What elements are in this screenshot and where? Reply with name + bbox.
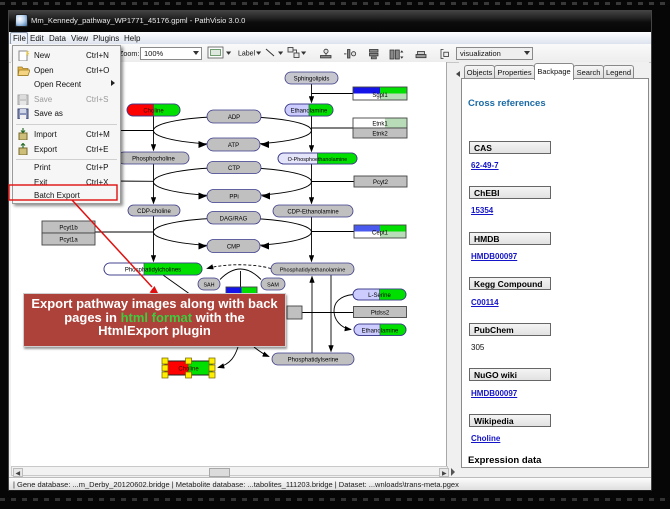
- svg-text:Pcyt1b: Pcyt1b: [59, 226, 78, 232]
- svg-text:Label: Label: [238, 51, 256, 58]
- svg-text:PPi: PPi: [229, 195, 238, 201]
- svg-text:Etnk1: Etnk1: [372, 122, 388, 128]
- svg-text:Phosphocholine: Phosphocholine: [132, 157, 175, 163]
- svg-text:CDP-choline: CDP-choline: [137, 209, 171, 215]
- svg-text:Sgpl1: Sgpl1: [372, 93, 388, 99]
- svg-text:Pcyt1a: Pcyt1a: [59, 238, 78, 244]
- svg-text:Pcyt2: Pcyt2: [373, 180, 389, 186]
- svg-text:SAM: SAM: [267, 283, 279, 289]
- svg-text:ADP: ADP: [228, 115, 240, 121]
- svg-text:Phosphatidylethanolamine: Phosphatidylethanolamine: [280, 268, 346, 274]
- svg-text:Phosphatidylcholines: Phosphatidylcholines: [125, 268, 181, 274]
- svg-text:Ptdss2: Ptdss2: [371, 311, 390, 317]
- svg-text:ATP: ATP: [228, 143, 239, 149]
- svg-text:Cept1: Cept1: [372, 231, 389, 237]
- svg-text:Etnk2: Etnk2: [372, 132, 388, 138]
- svg-text:CMP: CMP: [227, 245, 240, 251]
- svg-text:CTP: CTP: [228, 166, 240, 172]
- svg-text:CDP-Ethanolamine: CDP-Ethanolamine: [287, 210, 339, 216]
- svg-text:SAH: SAH: [203, 283, 214, 289]
- svg-text:Sphingolipids: Sphingolipids: [294, 77, 330, 83]
- svg-text:Choline: Choline: [178, 367, 199, 373]
- svg-text:DAG/RAG: DAG/RAG: [220, 217, 248, 223]
- svg-text:Phosphatidylserine: Phosphatidylserine: [288, 358, 339, 364]
